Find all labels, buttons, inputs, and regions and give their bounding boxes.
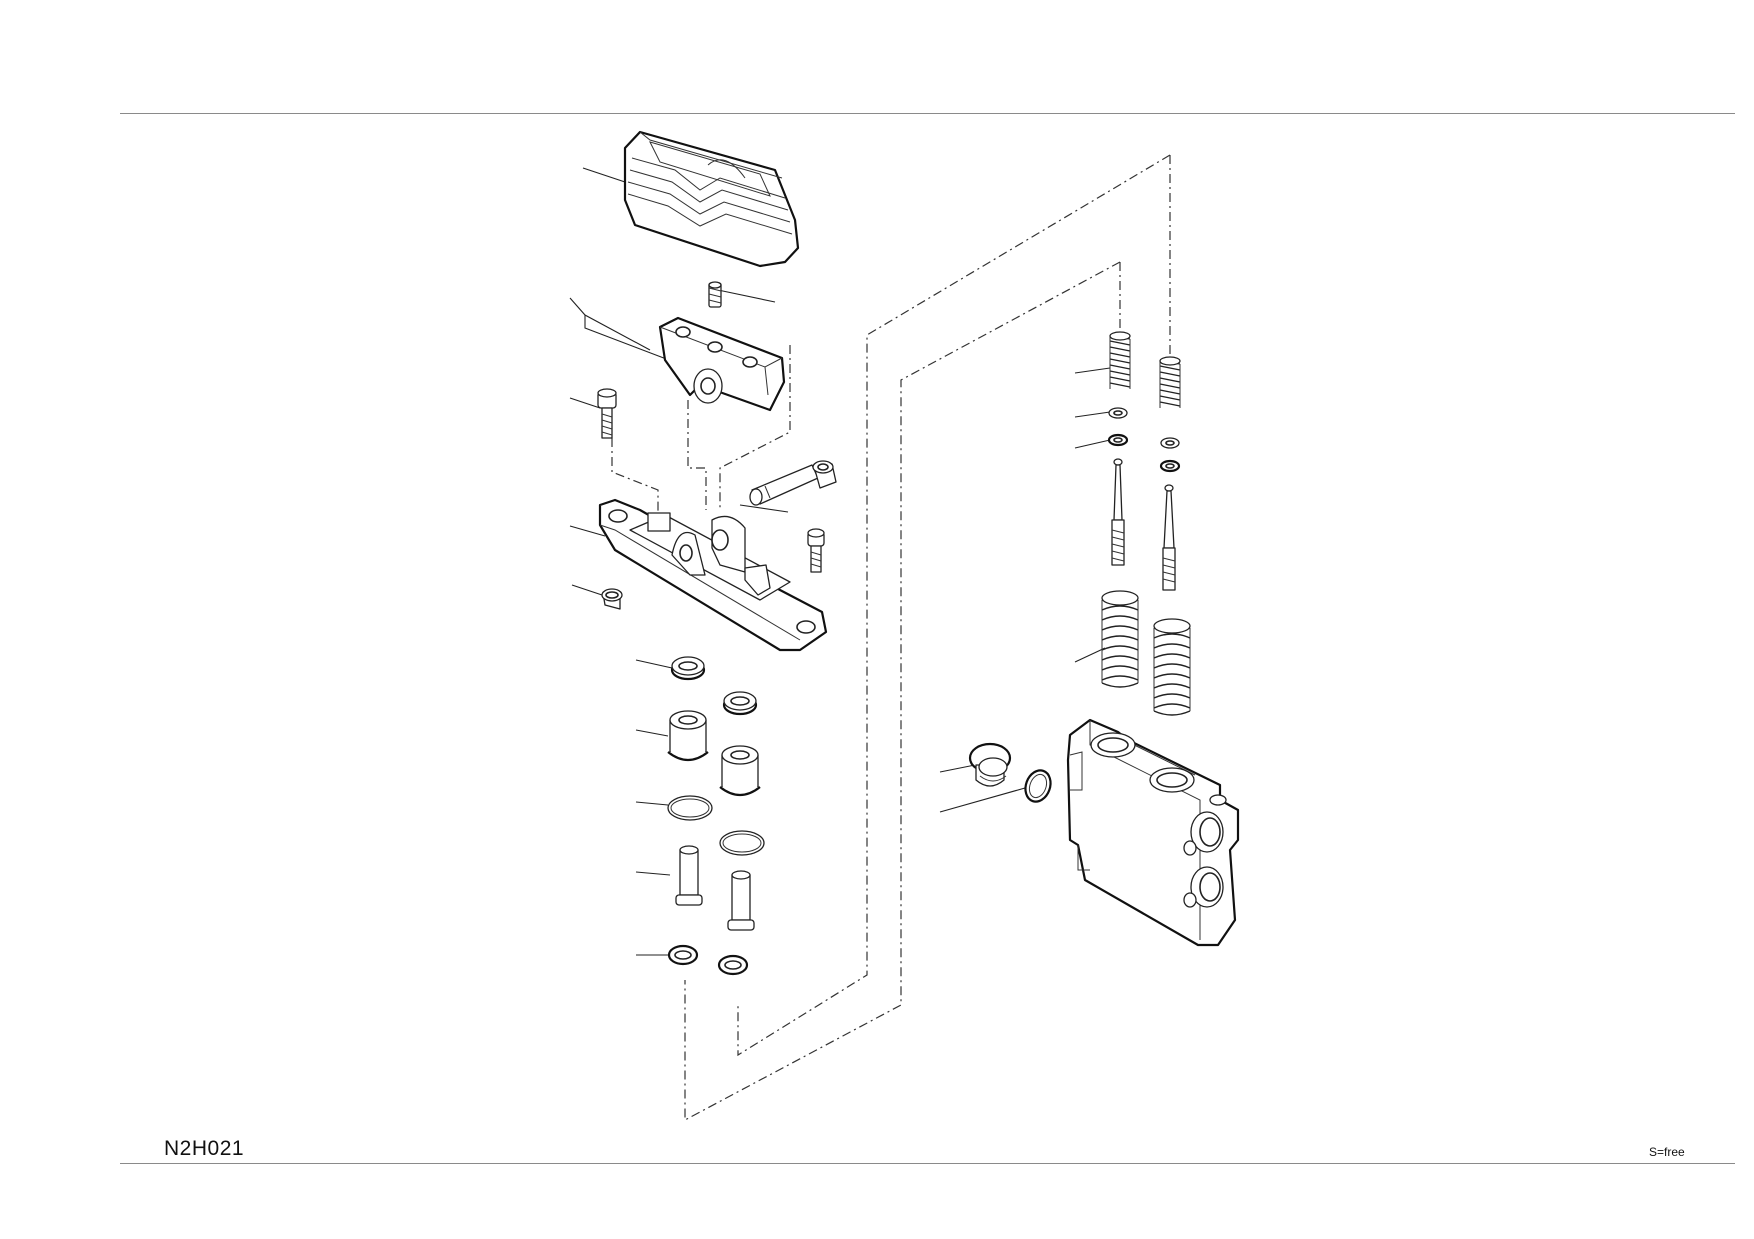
- plate-icon: [598, 498, 828, 652]
- washer-icon: [1108, 407, 1128, 419]
- leader-left-screw: [569, 397, 601, 409]
- seal-icon: [670, 656, 706, 681]
- dash-line-inner-right: [684, 261, 1121, 1121]
- washer-icon: [1160, 437, 1180, 449]
- leader-plunger: [635, 871, 671, 876]
- leader-bracket-a: [569, 297, 651, 351]
- plug-icon: [968, 742, 1012, 787]
- leader-guide-bushing: [635, 729, 669, 737]
- plunger-icon: [727, 870, 755, 931]
- leader-seal-ring: [635, 659, 673, 669]
- leader-bracket-b: [584, 315, 691, 369]
- leader-bushing-left: [571, 584, 603, 596]
- spring-icon: [1153, 618, 1191, 716]
- spring-icon: [1159, 356, 1181, 408]
- leader-plug: [939, 764, 976, 773]
- pin-icon: [749, 464, 819, 506]
- dash-line-bracket-left: [687, 400, 707, 510]
- drawing-code: N2H021: [164, 1137, 245, 1160]
- scale-note: S=free: [1649, 1145, 1685, 1159]
- o-ring-icon: [667, 795, 713, 821]
- bushing-icon: [812, 460, 837, 489]
- circlip-icon: [717, 954, 749, 976]
- top-rule: [120, 113, 1735, 114]
- leader-o-ring: [635, 801, 669, 806]
- leader-spring-small: [1074, 367, 1111, 374]
- seal-icon: [722, 691, 758, 716]
- bushing-icon: [719, 745, 761, 797]
- bottom-rule: [120, 1163, 1735, 1164]
- washer-icon: [1159, 459, 1181, 473]
- plunger-icon: [675, 845, 703, 906]
- bracket-icon: [658, 316, 786, 412]
- bushing-icon: [601, 588, 623, 610]
- leader-washer-b: [1074, 439, 1111, 449]
- valve-body-icon: [1066, 718, 1240, 947]
- bushing-icon: [667, 710, 709, 762]
- leader-pin: [739, 504, 789, 513]
- boot-icon: [623, 130, 800, 268]
- spring-icon: [1101, 590, 1139, 688]
- leader-plug-o-ring: [939, 787, 1026, 813]
- leader-spring-large: [1074, 647, 1106, 663]
- spring-icon: [1109, 331, 1131, 389]
- bolt-icon: [807, 528, 825, 573]
- leader-top-screw: [717, 289, 776, 303]
- spool-icon: [1111, 458, 1125, 566]
- bolt-icon: [597, 388, 617, 439]
- leader-boot: [582, 167, 626, 183]
- o-ring-icon: [719, 830, 765, 856]
- washer-icon: [1107, 433, 1129, 447]
- circlip-icon: [667, 944, 699, 966]
- dash-line-left-screw: [611, 438, 659, 520]
- leader-base-plate: [569, 525, 606, 537]
- screw-icon: [708, 281, 722, 308]
- assembly-lines: [611, 154, 1171, 1121]
- leader-lines: [569, 167, 1111, 956]
- dash-line-outer-right: [737, 154, 1171, 1057]
- spool-icon: [1162, 484, 1176, 591]
- dash-line-bracket-right: [719, 345, 791, 510]
- leader-washer-a: [1074, 411, 1111, 418]
- o-ring-icon: [1024, 769, 1052, 803]
